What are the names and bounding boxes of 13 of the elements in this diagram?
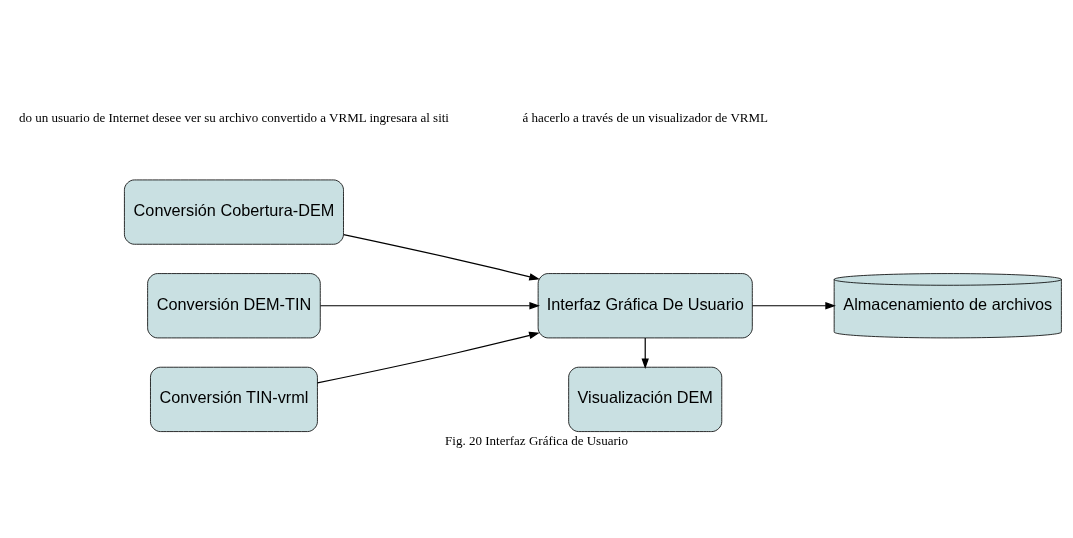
arrow — [641, 336, 649, 369]
label: do un usuario de Internet desee ver su archivo convertido a VRML ingresara al siti — [18, 109, 449, 125]
node-box: Conversión TIN-vrml — [150, 366, 318, 432]
arrow — [751, 301, 836, 309]
node-box: Interfaz Gráfica De Usuario — [537, 272, 753, 338]
label: á hacerlo a través de un visualizador de VRML — [522, 109, 768, 125]
node-box: Conversión Cobertura-DEM — [124, 179, 344, 245]
node-box: Conversión DEM-TIN — [147, 272, 321, 338]
arrow — [316, 331, 540, 383]
node-box: Visualización DEM — [568, 366, 723, 432]
caption: Fig. 20 Interfaz Gráfica de Usuario — [445, 432, 628, 448]
arrow — [343, 233, 540, 280]
arrow — [319, 301, 540, 309]
